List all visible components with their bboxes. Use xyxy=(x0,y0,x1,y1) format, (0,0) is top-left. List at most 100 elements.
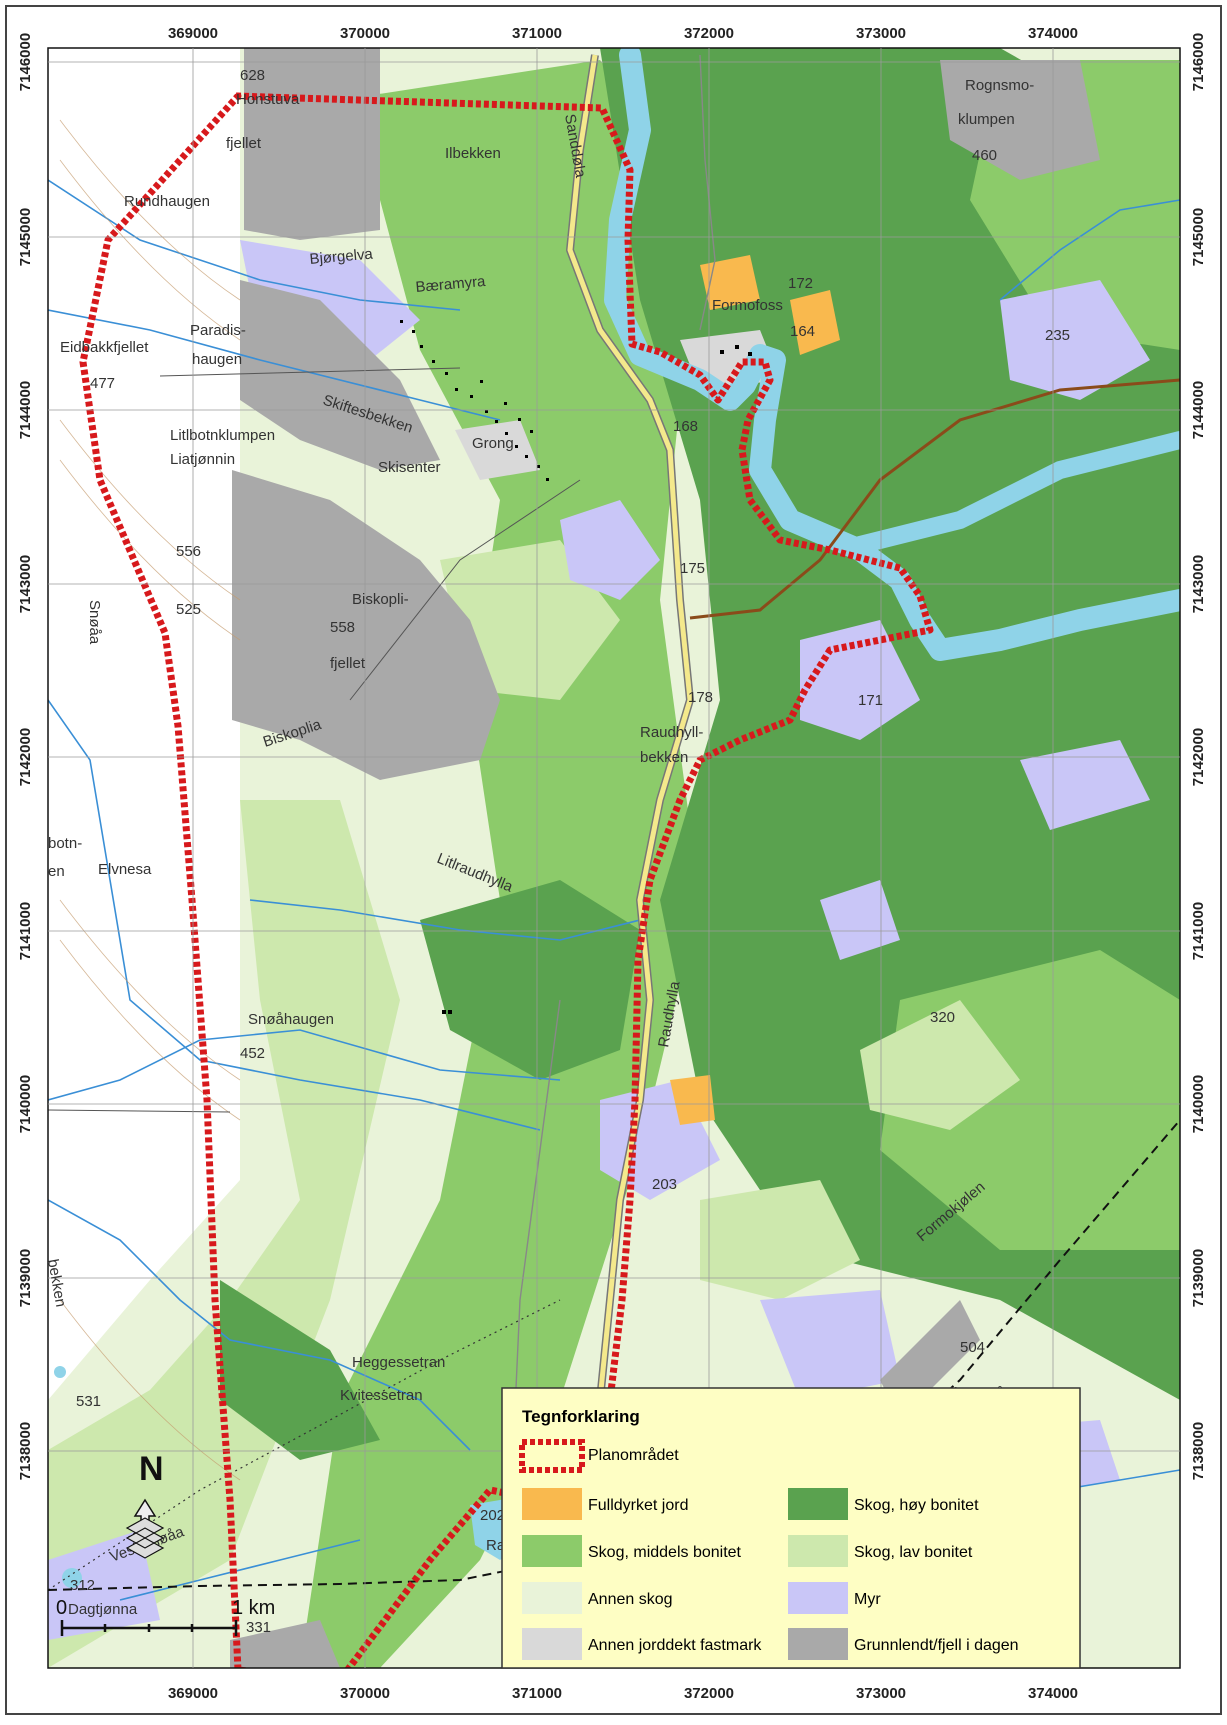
left-tick-label: 7144000 xyxy=(17,381,34,439)
place-label: 312 xyxy=(70,1577,95,1594)
place-label: Litlbotnklumpen xyxy=(170,427,275,444)
legend-swatch xyxy=(522,1628,582,1660)
right-tick-label: 7140000 xyxy=(1190,1075,1207,1133)
place-label: Grong xyxy=(472,435,514,452)
landcover-myr-4 xyxy=(1000,280,1150,400)
landcover-fjell-6 xyxy=(230,1620,340,1668)
place-label: Biskopli- xyxy=(352,591,409,608)
north-arrow-base-icon xyxy=(125,1517,165,1559)
place-label: 171 xyxy=(858,692,883,709)
legend-swatch xyxy=(522,1535,582,1567)
left-tick-label: 7141000 xyxy=(17,902,34,960)
place-label: 531 xyxy=(76,1393,101,1410)
bottom-tick-label: 370000 xyxy=(340,1685,390,1702)
power-line-2 xyxy=(48,1109,231,1113)
place-label: 320 xyxy=(930,1009,955,1026)
place-label: 164 xyxy=(790,323,815,340)
right-tick-label: 7146000 xyxy=(1190,33,1207,91)
place-label: 178 xyxy=(688,689,713,706)
place-label: 175 xyxy=(680,560,705,577)
place-label: Bjørgelva xyxy=(309,245,374,268)
legend-label: Annen skog xyxy=(588,1591,673,1608)
power-line-1 xyxy=(159,367,461,377)
place-label: 235 xyxy=(1045,327,1070,344)
landcover-fulldyrket-1 xyxy=(700,255,760,310)
right-tick-label: 7141000 xyxy=(1190,902,1207,960)
road-minor-1 xyxy=(699,54,716,331)
legend-swatch xyxy=(788,1488,848,1520)
bottom-tick-label: 372000 xyxy=(684,1685,734,1702)
place-label: en xyxy=(48,863,65,880)
right-tick-label: 7142000 xyxy=(1190,728,1207,786)
place-label: 202 xyxy=(480,1507,505,1524)
place-label: 525 xyxy=(176,601,201,618)
place-label: 452 xyxy=(240,1045,265,1062)
place-label: fjellet xyxy=(330,655,366,672)
place-label: botn- xyxy=(48,835,82,852)
place-label: 558 xyxy=(330,619,355,636)
place-label: Bæramyra xyxy=(415,273,487,296)
right-tick-label: 7138000 xyxy=(1190,1422,1207,1480)
scale-bar-start: 0 xyxy=(56,1597,67,1619)
right-tick-label: 7145000 xyxy=(1190,208,1207,266)
place-label: bekken xyxy=(640,749,688,766)
left-tick-label: 7138000 xyxy=(17,1422,34,1480)
railway xyxy=(689,378,1180,620)
place-label: Kvitessetran xyxy=(340,1387,423,1404)
landcover-myr-6 xyxy=(760,1290,900,1400)
top-tick-label: 374000 xyxy=(1028,25,1078,42)
legend-box xyxy=(501,1387,1081,1669)
plan-area-boundary[interactable] xyxy=(79,92,934,1680)
landcover-myr-9 xyxy=(48,1530,160,1640)
place-label: fjellet xyxy=(226,135,262,152)
cabin-dots xyxy=(400,320,752,1014)
legend-title: Tegnforklaring xyxy=(522,1407,640,1426)
legend: Tegnforklaring Planområdet Fulldyrket jo… xyxy=(501,1387,1081,1669)
place-label: 504 xyxy=(960,1339,985,1356)
place-label: 556 xyxy=(176,543,201,560)
left-tick-label: 7143000 xyxy=(17,555,34,613)
place-label: Ilbekken xyxy=(445,145,501,162)
place-label: 460 xyxy=(972,147,997,164)
bottom-tick-label: 371000 xyxy=(512,1685,562,1702)
top-tick-label: 369000 xyxy=(168,25,218,42)
place-label: 477 xyxy=(90,375,115,392)
place-label: Heggessetran xyxy=(352,1354,445,1371)
top-tick-label: 370000 xyxy=(340,25,390,42)
landcover-fulldyrket-2 xyxy=(790,290,840,355)
top-tick-label: 372000 xyxy=(684,25,734,42)
left-tick-label: 7145000 xyxy=(17,208,34,266)
place-label: Honstuva xyxy=(236,91,300,108)
legend-label: Myr xyxy=(854,1591,881,1608)
map-area[interactable] xyxy=(48,48,1180,1680)
legend-label: Grunnlendt/fjell i dagen xyxy=(854,1637,1019,1654)
landcover-fjell-3 xyxy=(232,470,500,780)
place-label: Raudhyll- xyxy=(640,724,703,741)
place-label: 172 xyxy=(788,275,813,292)
place-label: haugen xyxy=(192,351,242,368)
place-label: Dagtjønna xyxy=(68,1601,138,1618)
legend-swatch xyxy=(522,1488,582,1520)
scale-bar: 0 1 km xyxy=(56,1597,275,1636)
place-label: 331 xyxy=(246,1619,271,1636)
legend-label: Skog, høy bonitet xyxy=(854,1497,979,1514)
power-line-3 xyxy=(349,479,581,701)
legend-swatch-planområdet xyxy=(519,1439,585,1473)
north-arrow[interactable]: N xyxy=(125,1450,165,1559)
left-tick-label: 7139000 xyxy=(17,1249,34,1307)
bottom-tick-label: 373000 xyxy=(856,1685,906,1702)
top-tick-label: 373000 xyxy=(856,25,906,42)
left-tick-label: 7142000 xyxy=(17,728,34,786)
place-label: 628 xyxy=(240,67,265,84)
lake-small-2 xyxy=(54,1366,66,1378)
legend-swatch xyxy=(788,1582,848,1614)
place-label: Eidbakkfjellet xyxy=(60,339,149,356)
landcover-hoy-central xyxy=(420,880,640,1080)
right-tick-label: 7144000 xyxy=(1190,381,1207,439)
landcover-myr-11 xyxy=(820,880,900,960)
place-label: Liatjønnin xyxy=(170,451,235,468)
top-tick-label: 371000 xyxy=(512,25,562,42)
legend-swatch xyxy=(522,1582,582,1614)
